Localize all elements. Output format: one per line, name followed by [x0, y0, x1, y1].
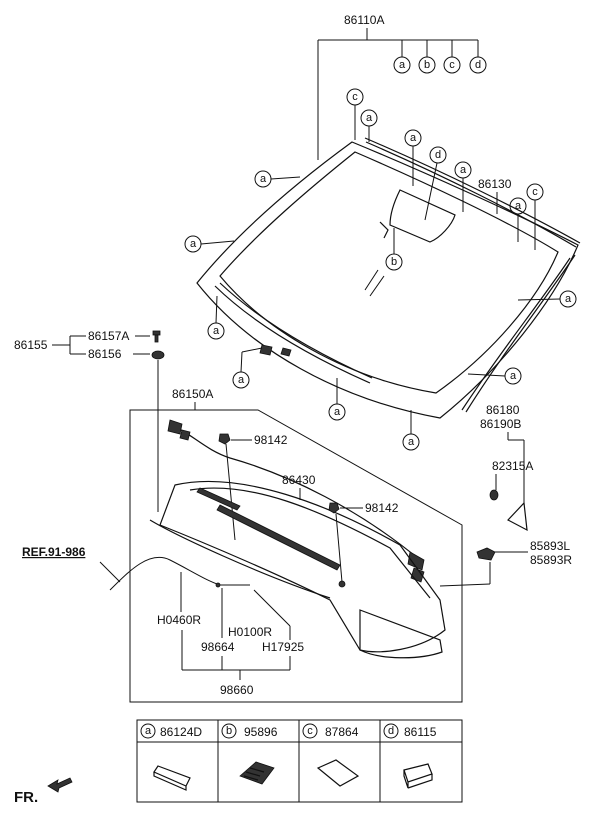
label-98660: 98660	[220, 683, 254, 697]
callout-a10: a	[467, 367, 522, 385]
label-82315a: 82315A	[492, 459, 533, 473]
svg-text:87864: 87864	[325, 725, 359, 739]
washer-nozzle-1	[218, 433, 252, 445]
svg-text:d: d	[388, 725, 394, 737]
svg-text:b: b	[391, 256, 397, 268]
washer-hose-lower	[109, 556, 250, 591]
svg-text:a: a	[260, 173, 267, 185]
svg-text:b: b	[226, 725, 232, 737]
svg-text:a: a	[366, 112, 373, 124]
callout-a9: a	[232, 347, 263, 389]
svg-text:a: a	[515, 200, 522, 212]
svg-text:a: a	[460, 164, 467, 176]
callout-top-d: d	[469, 56, 487, 74]
callout-c1: c	[346, 88, 364, 140]
rear-clip-85893	[439, 547, 528, 587]
label-86190b: 86190B	[480, 417, 521, 431]
part-86115-icon	[403, 763, 433, 789]
label-h17925: H17925	[262, 640, 304, 654]
callout-b1: b	[385, 228, 403, 271]
label-86155: 86155	[14, 338, 48, 352]
callout-a1: a	[360, 109, 378, 142]
svg-text:86124D: 86124D	[160, 725, 202, 739]
label-h0460r: H0460R	[157, 613, 201, 627]
svg-text:d: d	[435, 149, 441, 161]
legend-d: d 86115	[383, 723, 437, 739]
clip-86157a	[152, 330, 161, 343]
part-95896-icon	[239, 761, 275, 785]
label-85893r: 85893R	[530, 553, 572, 567]
callout-a3: a	[454, 161, 472, 212]
label-98142-top: 98142	[254, 433, 288, 447]
callout-d1: d	[424, 146, 447, 221]
label-98664: 98664	[201, 640, 235, 654]
side-trim-piece	[489, 489, 528, 532]
svg-text:a: a	[213, 325, 220, 337]
label-98142-lower: 98142	[365, 501, 399, 515]
svg-text:d: d	[475, 59, 481, 71]
cowl-panel	[149, 480, 446, 659]
label-86110a: 86110A	[344, 13, 384, 27]
part-86124d-icon	[153, 765, 191, 791]
label-86430: 86430	[282, 473, 316, 487]
svg-text:a: a	[510, 370, 517, 382]
label-86157a: 86157A	[88, 329, 129, 343]
svg-text:c: c	[449, 59, 455, 71]
label-85893l: 85893L	[530, 539, 570, 553]
callout-a11: a	[328, 378, 346, 421]
bracket-86110a	[317, 28, 479, 160]
legend-c: c 87864	[302, 723, 359, 739]
svg-text:c: c	[352, 91, 358, 103]
legend-b: b 95896	[221, 723, 278, 739]
label-h0100r: H0100R	[228, 625, 272, 639]
svg-text:a: a	[334, 406, 341, 418]
svg-text:a: a	[408, 436, 415, 448]
callout-top-a: a	[393, 56, 411, 74]
svg-text:b: b	[424, 59, 430, 71]
callout-a7: a	[517, 290, 577, 308]
bracket-98660	[181, 630, 291, 680]
front-direction-label: FR.	[14, 789, 38, 806]
windshield-glass	[196, 137, 581, 419]
callout-top-c: c	[443, 56, 461, 74]
callout-a6: a	[184, 235, 235, 253]
svg-text:a: a	[399, 59, 406, 71]
callout-a4: a	[509, 197, 527, 242]
callout-a12: a	[402, 410, 420, 451]
svg-text:a: a	[145, 725, 152, 737]
svg-text:c: c	[307, 725, 313, 737]
svg-text:a: a	[190, 238, 197, 250]
ref-91-986[interactable]: REF.91-986	[22, 545, 86, 559]
svg-text:a: a	[238, 374, 245, 386]
cowl-assembly-box	[129, 409, 463, 703]
label-86180: 86180	[486, 403, 520, 417]
part-87864-icon	[316, 759, 360, 787]
svg-text:a: a	[410, 132, 417, 144]
front-arrow-icon	[47, 777, 73, 793]
callout-a2: a	[404, 129, 422, 186]
legend-a: a 86124D	[140, 723, 202, 739]
callout-top-b: b	[418, 56, 436, 74]
clip-86156	[151, 350, 165, 512]
callout-a8: a	[207, 295, 225, 340]
legend-table	[136, 719, 463, 803]
label-86130: 86130	[478, 177, 512, 191]
svg-text:a: a	[565, 293, 572, 305]
washer-nozzle-2	[328, 502, 363, 514]
label-86156: 86156	[88, 347, 122, 361]
svg-text:c: c	[532, 186, 538, 198]
callout-a5: a	[254, 170, 301, 188]
bracket-86155	[52, 335, 86, 355]
svg-text:86115: 86115	[404, 725, 437, 739]
svg-text:95896: 95896	[244, 725, 278, 739]
callout-c2: c	[526, 183, 544, 250]
label-86150a: 86150A	[172, 387, 213, 401]
